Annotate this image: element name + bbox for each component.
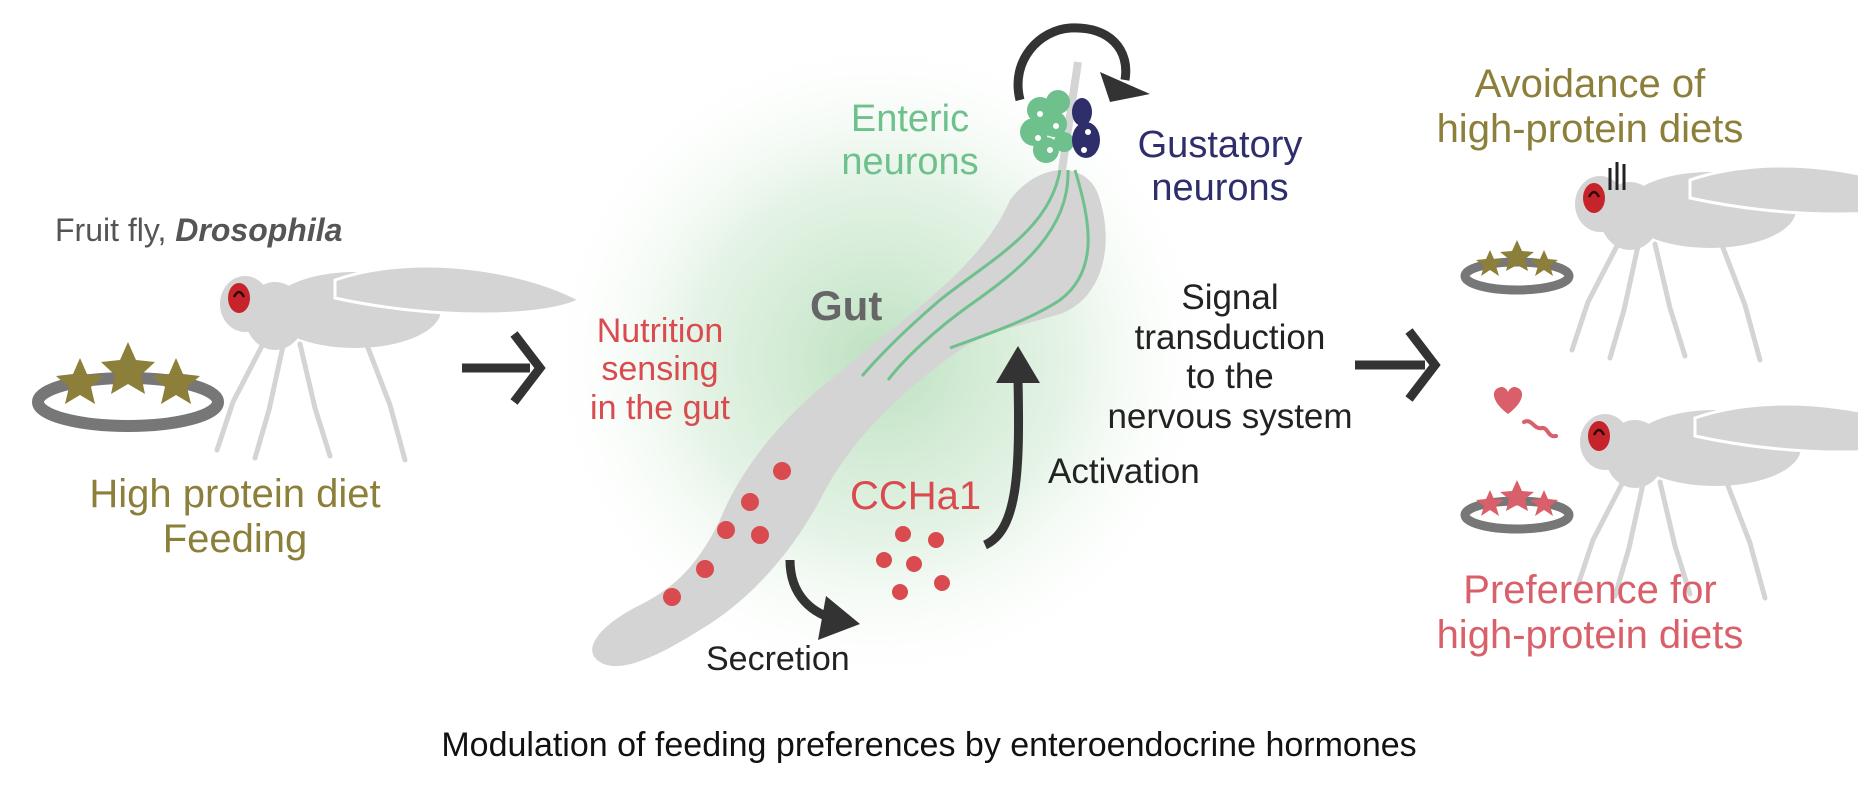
shock-lines-icon bbox=[1608, 162, 1626, 190]
hormone-dot-icon bbox=[934, 575, 950, 591]
arrow-icon bbox=[1355, 331, 1435, 399]
neuron-fibers bbox=[860, 169, 1090, 381]
hormone-dot-icon bbox=[892, 584, 908, 600]
fly-icon bbox=[1572, 166, 1858, 360]
hormone-dot-icon bbox=[663, 588, 681, 606]
gut-icon bbox=[592, 170, 1106, 667]
secreted-hormone-dots bbox=[876, 526, 950, 600]
star-icon bbox=[1500, 240, 1534, 271]
star-icon bbox=[56, 358, 104, 404]
hormone-dot-icon bbox=[773, 462, 791, 480]
fly-species-label: Fruit fly, Drosophila bbox=[55, 212, 343, 248]
hormone-dot-icon bbox=[876, 552, 892, 568]
hormone-dot-icon bbox=[751, 526, 769, 544]
gut-cell-dots bbox=[663, 462, 791, 606]
star-icon bbox=[1476, 250, 1504, 276]
hormone-label: CCHa1 bbox=[850, 474, 982, 518]
hormone-dot-icon bbox=[741, 493, 759, 511]
hormone-dot-icon bbox=[928, 532, 944, 548]
secretion-label: Secretion bbox=[706, 640, 850, 678]
gustatory-neurons-label: Gustatory neurons bbox=[1137, 124, 1303, 209]
gustatory-neuron-cluster bbox=[1072, 98, 1100, 158]
signal-transduction-label: Signal transduction to the nervous syste… bbox=[1107, 278, 1353, 436]
hormone-dot-icon bbox=[895, 526, 911, 542]
diet-label: High protein diet Feeding bbox=[89, 472, 381, 562]
star-icon bbox=[152, 358, 200, 404]
hormone-dot-icon bbox=[717, 521, 735, 539]
gut-label: Gut bbox=[810, 282, 883, 329]
arrow-icon bbox=[462, 334, 540, 402]
avoidance-label: Avoidance of high-protein diets bbox=[1436, 62, 1744, 152]
nutrition-sensing-label: Nutrition sensing in the gut bbox=[590, 312, 730, 427]
dish-pref bbox=[1460, 496, 1574, 534]
nerve-stem bbox=[1058, 61, 1082, 171]
enteric-neuron-cluster bbox=[1020, 90, 1074, 163]
dish-left bbox=[32, 372, 224, 432]
stars-pref bbox=[1476, 480, 1558, 516]
figure-caption: Modulation of feeding preferences by ent… bbox=[441, 726, 1417, 764]
preference-label: Preference for high-protein diets bbox=[1436, 568, 1744, 658]
hormone-dot-icon bbox=[696, 560, 714, 578]
enteric-neurons-label: Enteric neurons bbox=[841, 98, 979, 183]
fly-icon bbox=[217, 266, 580, 460]
star-icon bbox=[1476, 490, 1504, 516]
secretion-arrow-icon bbox=[785, 559, 860, 640]
star-icon bbox=[1500, 480, 1534, 511]
stars-left bbox=[56, 342, 200, 404]
dish-avoid bbox=[1460, 257, 1574, 295]
activation-label: Activation bbox=[1048, 452, 1200, 491]
hormone-dot-icon bbox=[906, 556, 922, 572]
stars-avoid bbox=[1476, 240, 1558, 276]
star-icon bbox=[101, 342, 155, 394]
star-icon bbox=[1530, 250, 1558, 276]
star-icon bbox=[1530, 490, 1558, 516]
activation-arrow-icon bbox=[982, 346, 1040, 550]
loop-arrow-icon bbox=[1013, 23, 1150, 102]
heart-icon bbox=[1493, 386, 1558, 439]
